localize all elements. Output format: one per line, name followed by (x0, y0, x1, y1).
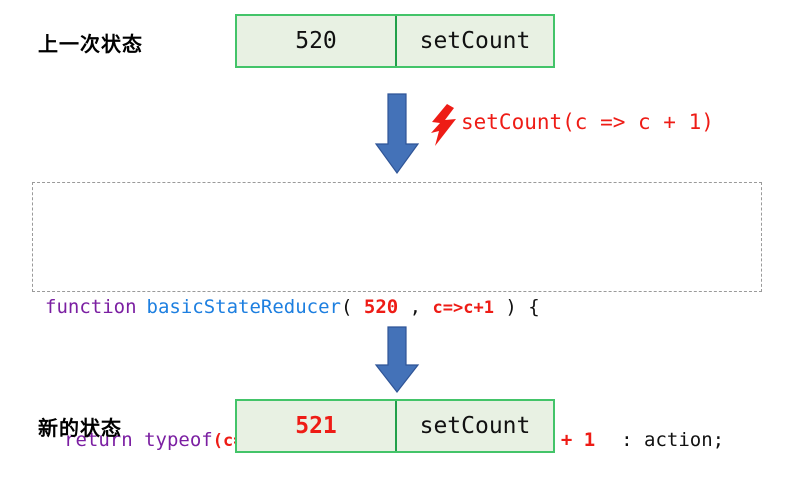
previous-state-label: 上一次状态 (38, 32, 143, 56)
token-arg-state: 520 (363, 296, 399, 318)
token-close-paren-brace: ) { (493, 296, 540, 318)
down-arrow-icon-top (374, 93, 420, 175)
token-arg-action: c=>c+1 (432, 298, 494, 318)
previous-state-value: 520 (295, 28, 337, 54)
token-keyword-return-typeof: return typeof (64, 429, 213, 451)
token-function-name: basicStateReducer (146, 296, 341, 318)
new-state-setter: setCount (394, 401, 553, 451)
previous-state-setter: setCount (394, 16, 553, 66)
previous-state-box: 520 setCount (235, 14, 555, 68)
new-state-value: 521 (295, 413, 337, 439)
token-keyword-function: function (45, 296, 137, 318)
down-arrow-icon-bottom (374, 326, 420, 393)
token-open-paren: ( (340, 296, 364, 318)
new-state-label: 新的状态 (38, 416, 122, 440)
new-state-box: 521 setCount (235, 399, 555, 453)
token-comma: , (398, 296, 433, 318)
lightning-bolt-icon (431, 104, 456, 146)
setcount-call-annotation: setCount(c => c + 1) (461, 110, 714, 134)
token-colon-action: : action; (621, 429, 725, 451)
